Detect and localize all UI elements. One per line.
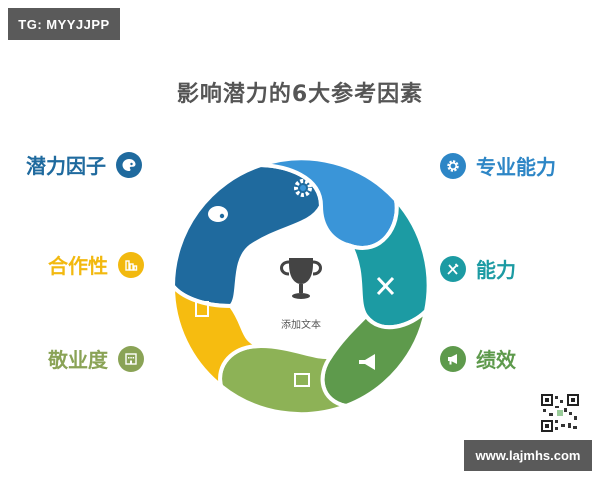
bar-chart-icon [118,251,144,278]
factor-potential: 潜力因子 [26,150,142,179]
factor-performance: 绩效 [440,344,516,373]
page-title: 影响潜力的6大参考因素 [176,82,424,107]
factor-label: 潜力因子 [26,154,106,178]
website-url-badge: www.lajmhs.com [464,440,592,471]
gear-icon [440,152,466,179]
building-icon [118,345,144,372]
factor-label: 能力 [476,258,516,282]
factor-engagement: 敬业度 [48,344,144,373]
factor-label: 专业能力 [476,155,556,179]
palette-icon [116,151,142,178]
segment-cooperation [170,280,262,392]
tools-icon [440,255,466,282]
trophy-icon [280,258,322,299]
megaphone-icon [440,345,466,372]
factor-wheel [170,156,431,417]
factor-cooperation: 合作性 [48,250,144,279]
factor-label: 敬业度 [48,348,108,372]
factor-label: 合作性 [48,254,108,278]
factor-professional-ability: 专业能力 [440,151,556,180]
factor-ability: 能力 [440,254,516,283]
factor-label: 绩效 [476,348,516,372]
qr-code [541,394,579,432]
watermark-tg-badge: TG: MYYJJPP [8,8,120,40]
center-text: 添加文本 [281,320,321,331]
